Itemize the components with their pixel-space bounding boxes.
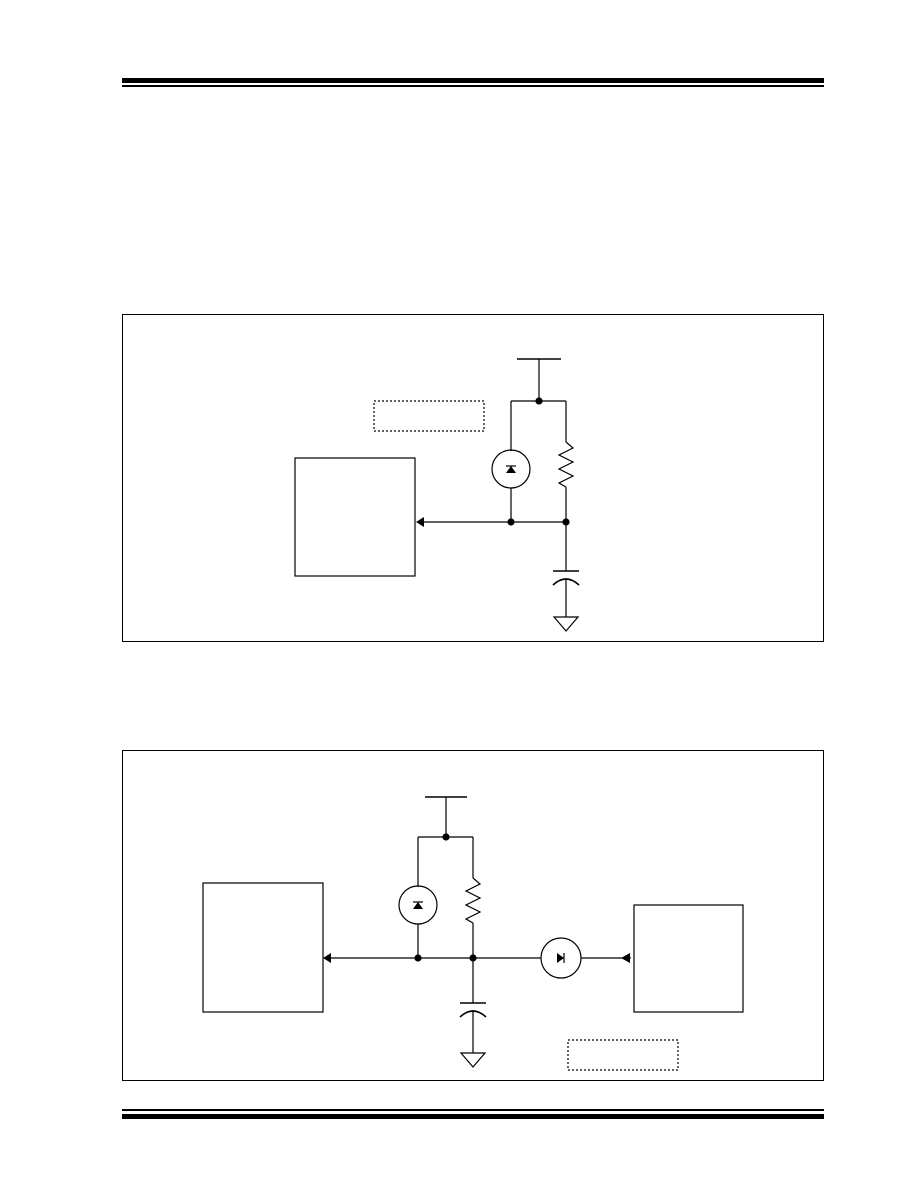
top-junction-dot	[535, 397, 543, 405]
diode-symbol	[491, 449, 531, 489]
diode-symbol	[398, 885, 438, 925]
header-rule-thin	[122, 85, 824, 87]
device-block-right	[633, 904, 744, 1013]
series-diode-symbol	[540, 937, 582, 979]
top-junction-dot	[442, 833, 450, 841]
footer-rule-thin	[122, 1109, 824, 1111]
left-input-arrow	[323, 953, 331, 963]
input-arrow	[416, 517, 424, 527]
annotation-box	[373, 400, 485, 432]
footer-rule-thick	[122, 1114, 824, 1119]
ground-symbol	[459, 1052, 487, 1068]
right-input-arrow	[621, 953, 630, 963]
diode-junction-dot	[507, 518, 515, 526]
device-block-left	[202, 882, 324, 1013]
ground-symbol	[552, 616, 580, 632]
resistor-symbol	[464, 877, 482, 924]
annotation-box	[567, 1039, 679, 1071]
figure-2-schematic	[202, 796, 744, 1071]
resistor-symbol	[557, 441, 575, 488]
figure-1-frame	[122, 314, 824, 642]
figure-1-schematic	[294, 358, 580, 632]
figure-2-frame	[122, 750, 824, 1081]
header-rule-thick	[122, 78, 824, 83]
device-block	[294, 457, 416, 577]
diode-junction-dot	[414, 954, 422, 962]
